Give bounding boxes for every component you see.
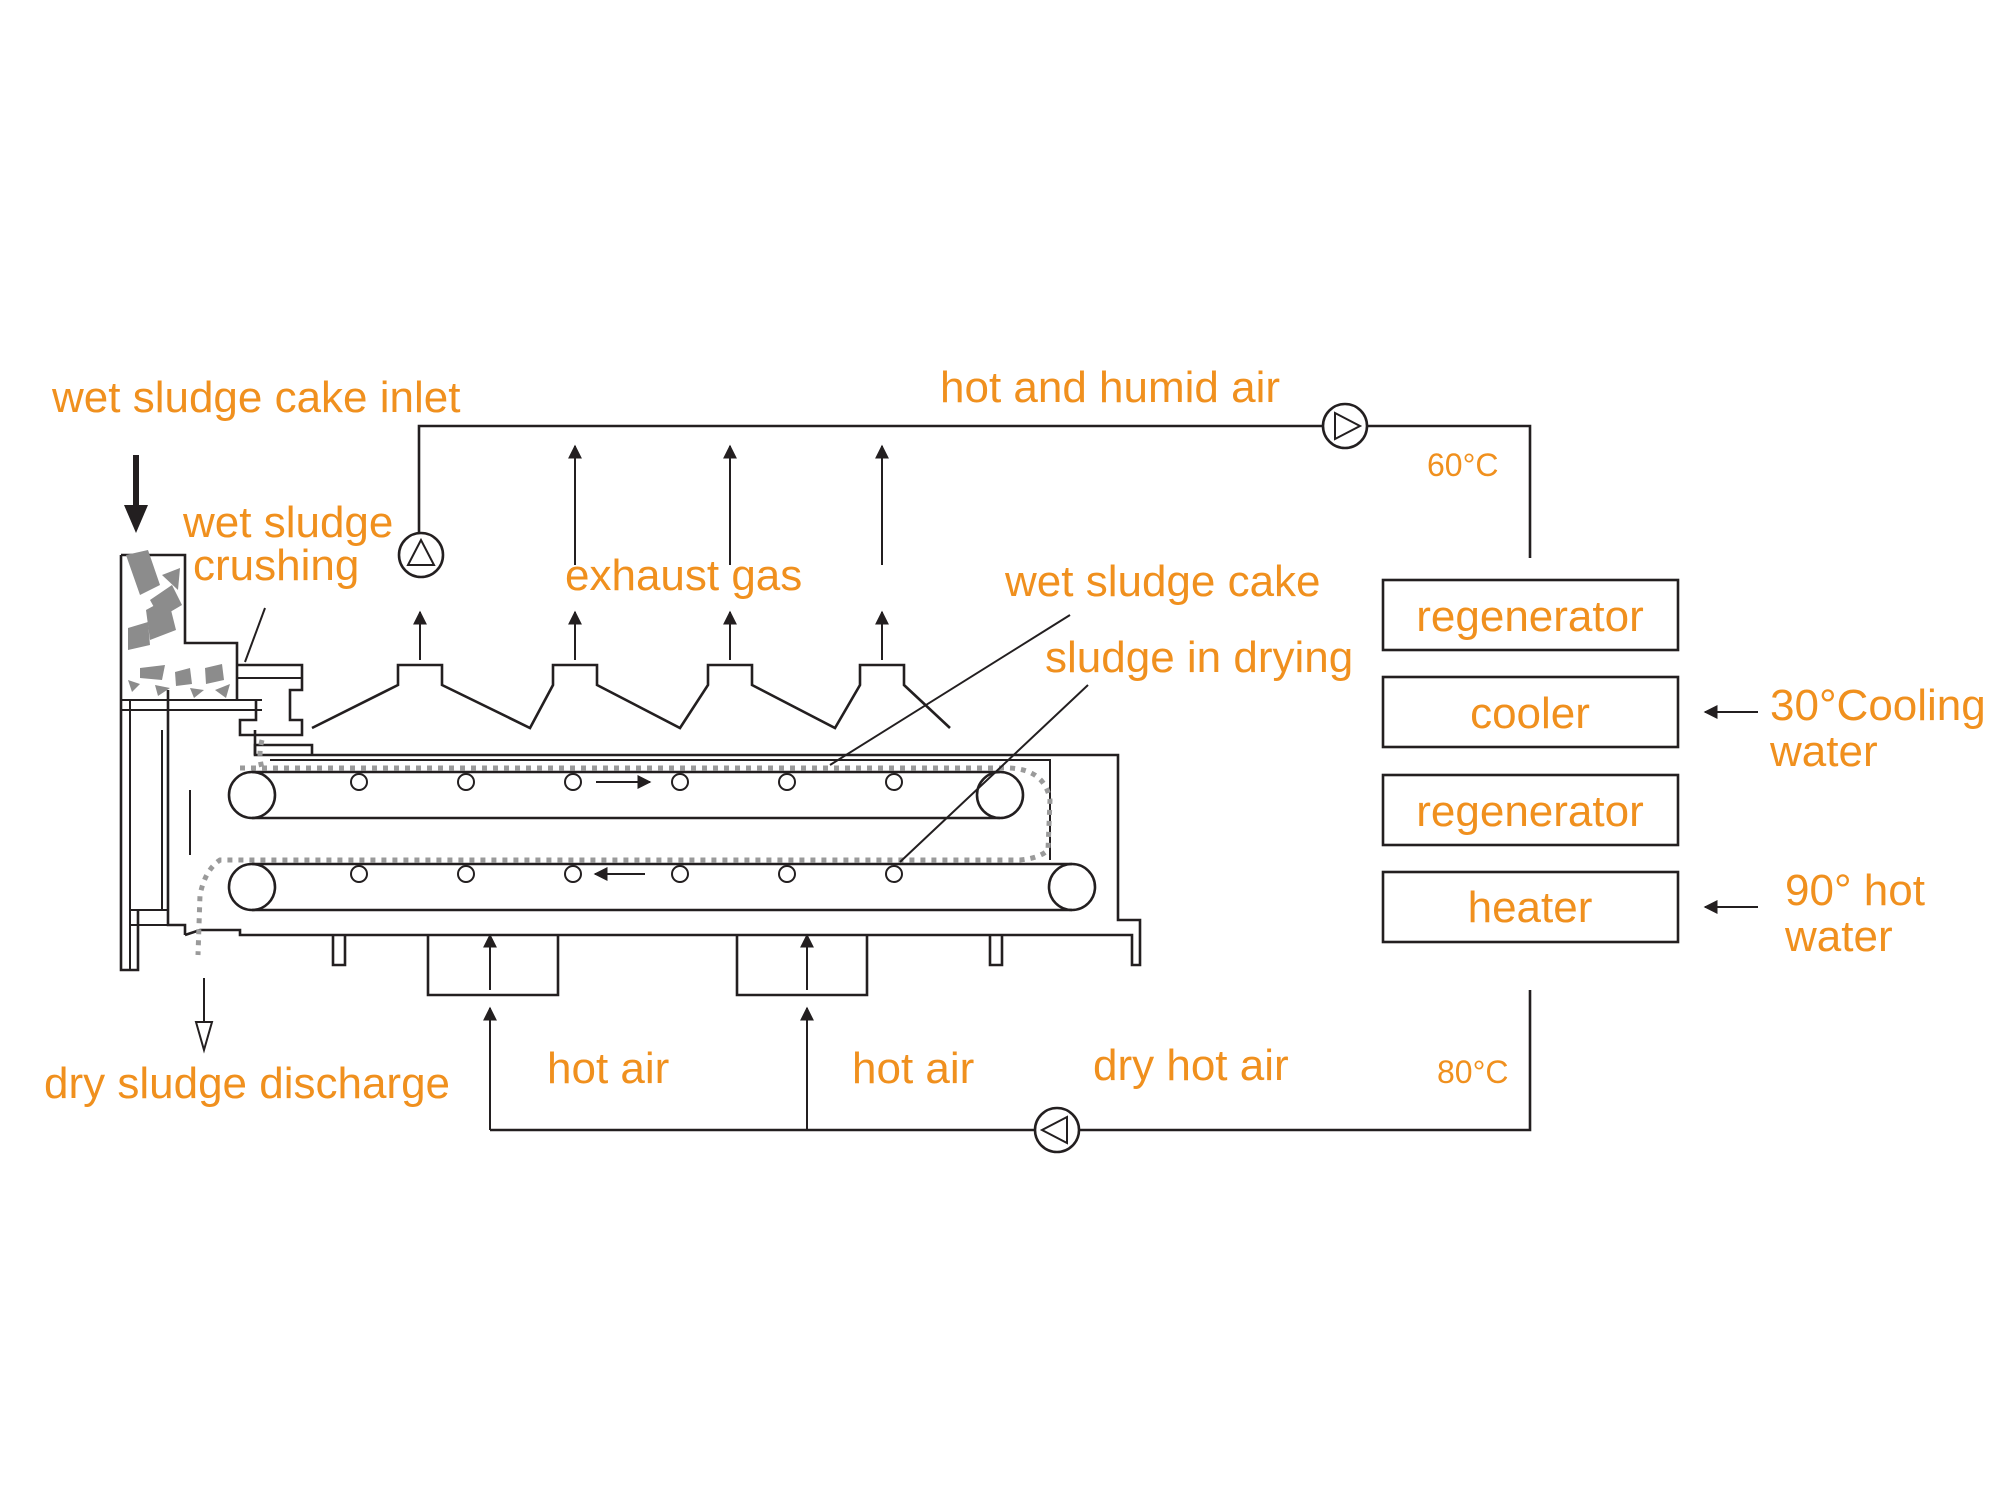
hot-humid-air-line (417, 424, 1532, 558)
leader-lines (244, 607, 1089, 863)
dry-hot-air-label: dry hot air (1093, 1041, 1289, 1090)
inlet-arrow (124, 455, 148, 533)
feed-hopper (119, 553, 262, 972)
hot-air-fan-icon (1033, 1106, 1081, 1154)
humid-air-fan-icon (1321, 402, 1369, 450)
dry-hot-air-line (483, 933, 1532, 1132)
temp-60-label: 60°C (1427, 447, 1499, 483)
lower-belt (227, 862, 1097, 912)
hot-water-label-1: 90° hot (1785, 866, 1925, 915)
exhaust-arrows (413, 444, 889, 660)
exhaust-gas-label: exhaust gas (565, 551, 802, 600)
unit-heater: heater (1381, 870, 1680, 944)
unit-regenerator-bottom: regenerator (1381, 773, 1680, 847)
wet-sludge-crushing-label-2: crushing (193, 541, 359, 590)
svg-text:cooler: cooler (1470, 689, 1590, 738)
svg-text:heater: heater (1468, 883, 1593, 932)
wet-sludge-cake-label: wet sludge cake (1004, 557, 1321, 606)
crusher (237, 663, 304, 737)
sludge-fragments (126, 550, 230, 698)
svg-text:regenerator: regenerator (1416, 592, 1643, 641)
dryer-casing (166, 663, 1142, 997)
wet-sludge-cake-inlet-label: wet sludge cake inlet (51, 373, 460, 422)
unit-cooler: cooler (1381, 675, 1680, 749)
sludge-layers (195, 739, 1053, 956)
svg-text:regenerator: regenerator (1416, 787, 1643, 836)
hot-air-label-1: hot air (547, 1044, 669, 1093)
cooling-water-label-1: 30°Cooling (1770, 681, 1986, 730)
hot-and-humid-air-label: hot and humid air (940, 363, 1280, 412)
discharge-arrow (194, 978, 214, 1054)
wet-sludge-crushing-label-1: wet sludge (182, 498, 393, 547)
hot-air-label-2: hot air (852, 1044, 974, 1093)
sludge-in-drying-label: sludge in drying (1045, 633, 1353, 682)
unit-regenerator-top: regenerator (1381, 578, 1680, 652)
dry-sludge-discharge-label: dry sludge discharge (44, 1059, 450, 1108)
upper-belt (227, 770, 1025, 820)
temp-80-label: 80°C (1437, 1054, 1509, 1090)
hot-water-label-2: water (1784, 912, 1893, 961)
cooling-water-label-2: water (1769, 727, 1878, 776)
exhaust-fan-icon (397, 531, 445, 579)
